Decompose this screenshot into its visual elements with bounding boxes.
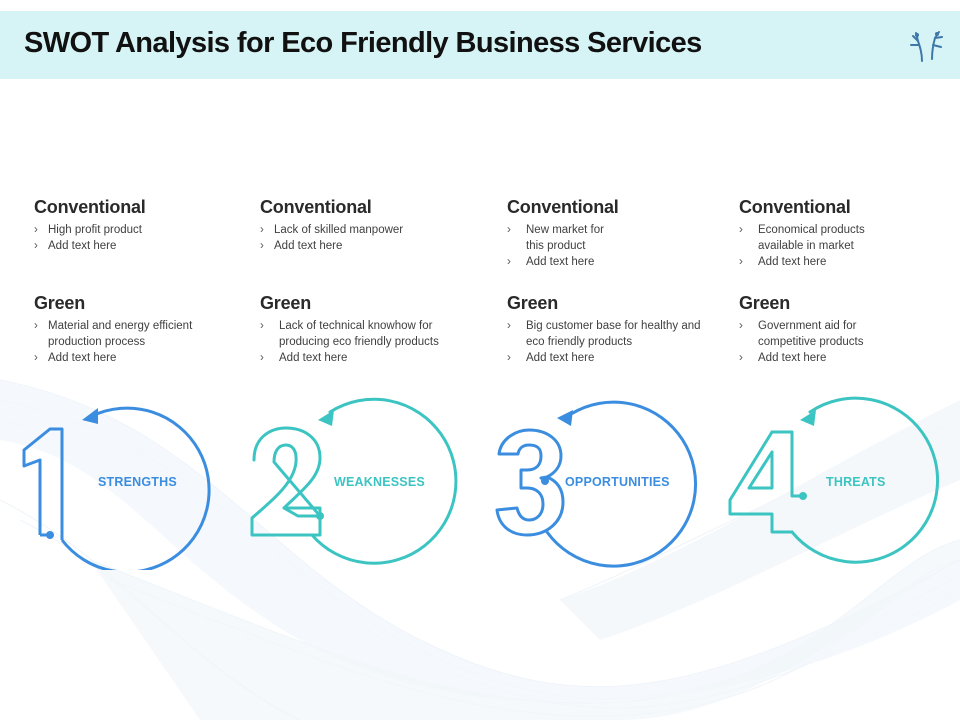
threats-conventional-block: Conventional Economical products availab… (739, 196, 939, 292)
strengths-green-block: Green Material and energy efficient prod… (34, 292, 224, 366)
list-item: Add text here (34, 350, 224, 366)
list-item: New market for this product (507, 222, 617, 254)
list-item: Lack of technical knowhow for producing … (260, 318, 465, 350)
weaknesses-number-circle: WEAKNESSES (240, 390, 470, 570)
block-title: Conventional (34, 197, 146, 217)
opportunities-number-circle: OPPORTUNITIES (485, 390, 715, 570)
list-item: Add text here (739, 254, 884, 270)
weaknesses-label: WEAKNESSES (334, 475, 425, 489)
bullet-list: Lack of technical knowhow for producing … (260, 318, 465, 366)
page-title: SWOT Analysis for Eco Friendly Business … (24, 27, 702, 59)
opportunities-text-column: Conventional New market for this product… (507, 196, 717, 366)
list-item: Economical products available in market (739, 222, 884, 254)
list-item: Government aid for competitive products (739, 318, 889, 350)
list-item: Add text here (34, 238, 244, 254)
number-three-circle-icon (495, 400, 698, 568)
number-four-circle-icon (728, 396, 940, 564)
number-one-circle-icon (22, 406, 211, 574)
threats-text-column: Conventional Economical products availab… (739, 196, 939, 366)
list-item: Add text here (260, 350, 465, 366)
block-title: Green (507, 293, 559, 313)
block-title: Conventional (739, 197, 851, 217)
weaknesses-conventional-block: Conventional Lack of skilled manpower Ad… (260, 196, 475, 292)
bullet-list: New market for this product Add text her… (507, 222, 617, 270)
bullet-list: Material and energy efficient production… (34, 318, 224, 366)
list-item: Add text here (507, 254, 617, 270)
list-item: Add text here (507, 350, 707, 366)
threats-number-circle: THREATS (720, 390, 960, 570)
threats-green-block: Green Government aid for competitive pro… (739, 292, 889, 366)
number-two-circle-icon (250, 397, 458, 565)
strengths-conventional-block: Conventional High profit product Add tex… (34, 196, 244, 292)
dancing-figures-icon (910, 31, 943, 62)
list-item: Material and energy efficient production… (34, 318, 224, 350)
bullet-list: Big customer base for healthy and eco fr… (507, 318, 707, 366)
bullet-list: Economical products available in market … (739, 222, 884, 270)
opportunities-label: OPPORTUNITIES (565, 475, 670, 489)
strengths-text-column: Conventional High profit product Add tex… (34, 196, 244, 366)
block-title: Green (260, 293, 312, 313)
bullet-list: Lack of skilled manpower Add text here (260, 222, 475, 254)
list-item: Big customer base for healthy and eco fr… (507, 318, 707, 350)
weaknesses-text-column: Conventional Lack of skilled manpower Ad… (260, 196, 475, 366)
strengths-label: STRENGTHS (98, 475, 177, 489)
header-band: SWOT Analysis for Eco Friendly Business … (0, 11, 960, 79)
opportunities-green-block: Green Big customer base for healthy and … (507, 292, 707, 366)
list-item: High profit product (34, 222, 244, 238)
block-title: Green (739, 293, 791, 313)
block-title: Conventional (260, 197, 372, 217)
opportunities-conventional-block: Conventional New market for this product… (507, 196, 717, 292)
bullet-list: High profit product Add text here (34, 222, 244, 254)
strengths-number-circle: STRENGTHS (10, 390, 240, 574)
list-item: Add text here (260, 238, 475, 254)
threats-label: THREATS (826, 475, 886, 489)
weaknesses-green-block: Green Lack of technical knowhow for prod… (260, 292, 465, 366)
block-title: Conventional (507, 197, 619, 217)
list-item: Add text here (739, 350, 889, 366)
block-title: Green (34, 293, 86, 313)
bullet-list: Government aid for competitive products … (739, 318, 889, 366)
list-item: Lack of skilled manpower (260, 222, 475, 238)
